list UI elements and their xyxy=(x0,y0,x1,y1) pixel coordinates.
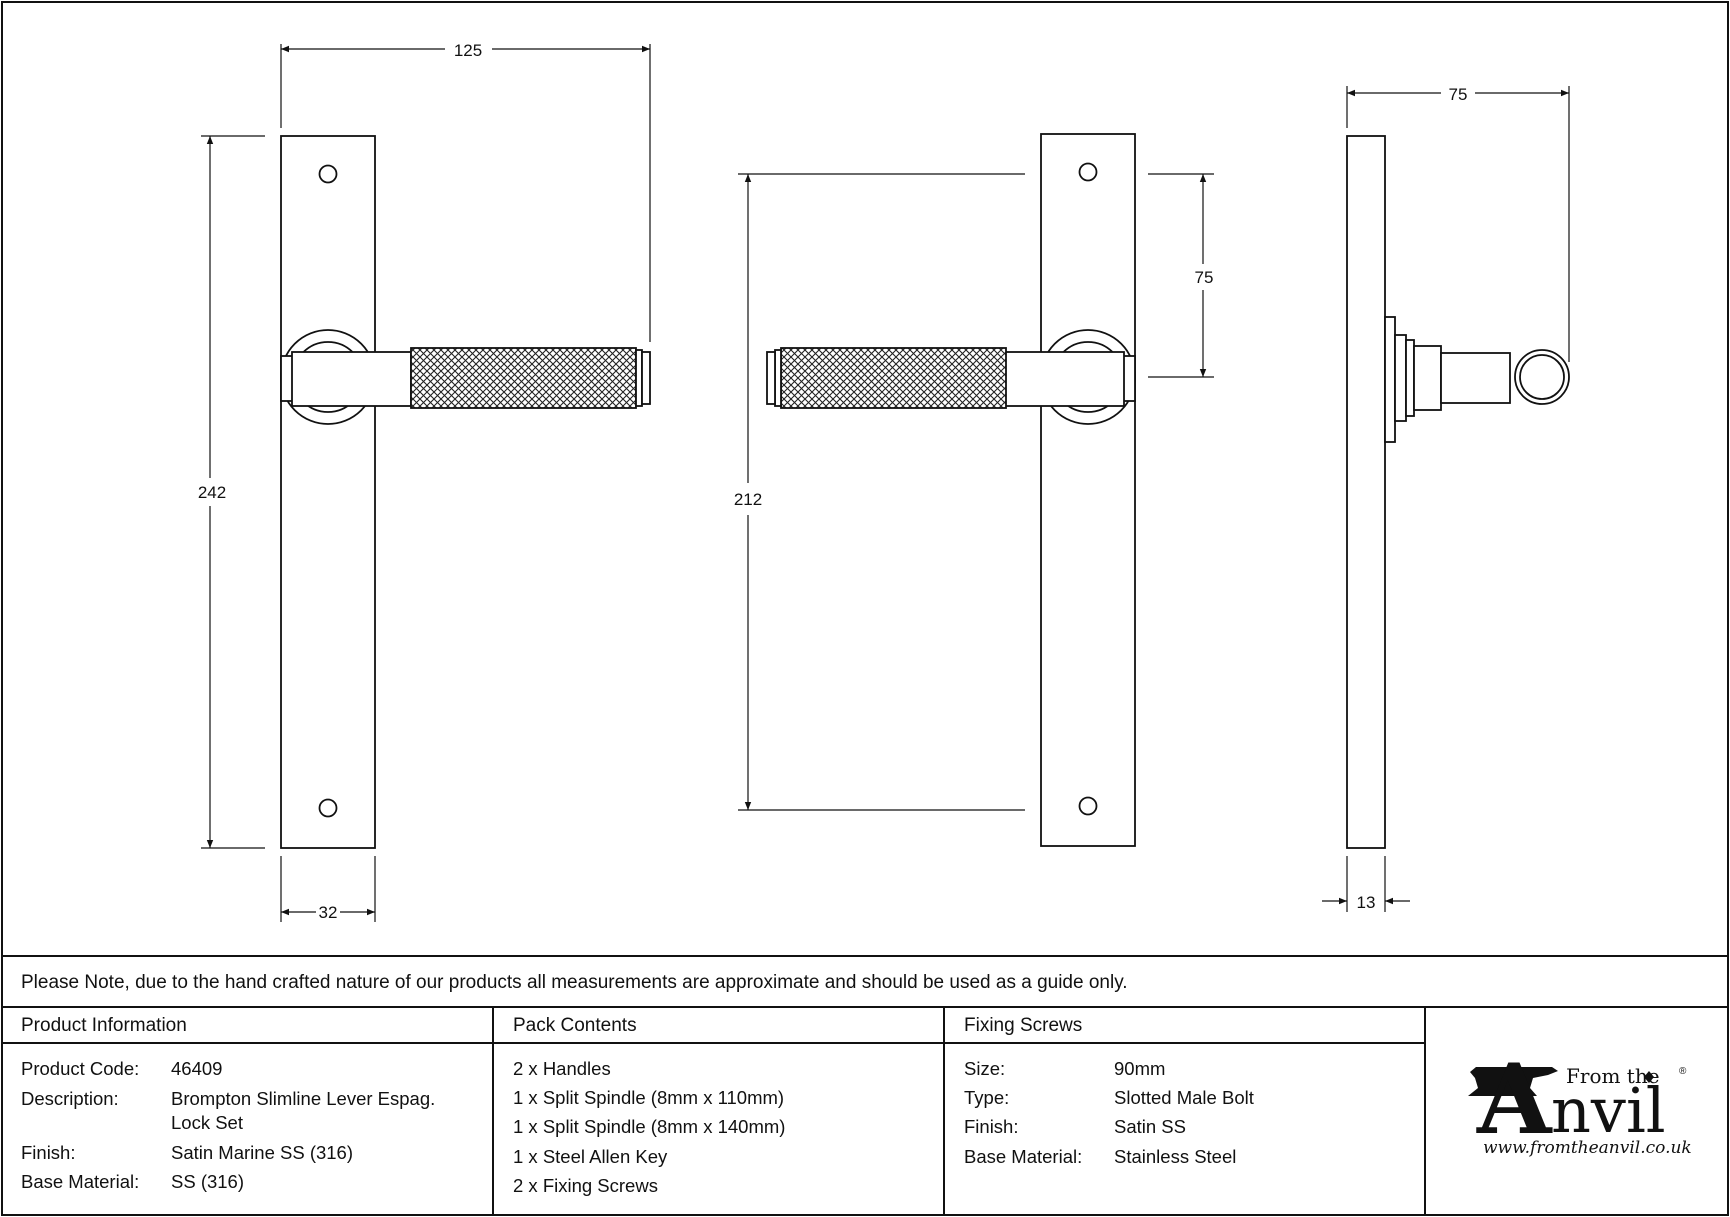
knurled-grip xyxy=(410,347,637,409)
side-view-dimensions xyxy=(1322,86,1570,912)
pack-item: 1 x Split Spindle (8mm x 110mm) xyxy=(513,1087,784,1108)
backplate xyxy=(280,135,376,849)
fixing-hole-top xyxy=(1078,162,1098,182)
fixing-hole-bottom xyxy=(1078,796,1098,816)
dim-overall-height: 242 xyxy=(198,483,226,502)
pack-item: 1 x Steel Allen Key xyxy=(513,1146,668,1167)
screw-finish-label: Finish: xyxy=(964,1116,1019,1137)
front-view-right-dimensions xyxy=(201,44,651,922)
product-information-header: Product Information xyxy=(21,1015,187,1036)
finish-label: Finish: xyxy=(21,1142,76,1163)
pack-contents-header: Pack Contents xyxy=(513,1015,637,1036)
fixing-screws-header: Fixing Screws xyxy=(964,1015,1082,1036)
pack-contents-list: 2 x Handles 1 x Split Spindle (8mm x 110… xyxy=(513,1058,785,1196)
screw-type-value: Slotted Male Bolt xyxy=(1114,1087,1254,1108)
side-backplate xyxy=(1346,135,1386,849)
brand-registered-mark: ® xyxy=(1679,1066,1687,1077)
base-material-value: SS (316) xyxy=(171,1171,244,1192)
brand-from-the: From the xyxy=(1566,1064,1660,1088)
base-material-label: Base Material: xyxy=(21,1171,139,1192)
screw-size-label: Size: xyxy=(964,1058,1005,1079)
dim-fixing-centres: 212 xyxy=(734,490,762,509)
brand-nvil: nvil xyxy=(1551,1074,1666,1147)
side-view xyxy=(1346,135,1570,849)
product-information-rows: Product Code: 46409 Description: Brompto… xyxy=(21,1058,435,1192)
diamond-icon xyxy=(1644,1071,1654,1083)
side-rose xyxy=(1384,316,1396,443)
lever-neck xyxy=(291,351,412,407)
screw-base-material-value: Stainless Steel xyxy=(1114,1146,1236,1167)
side-lever-end-outer xyxy=(1514,349,1570,405)
fixing-hole-bottom xyxy=(318,798,338,818)
screw-finish-value: Satin SS xyxy=(1114,1116,1186,1137)
info-table-grid xyxy=(2,955,1728,1215)
backplate xyxy=(1040,133,1136,847)
side-lever-end-inner xyxy=(1519,354,1565,400)
screw-base-material-label: Base Material: xyxy=(964,1146,1082,1167)
dim-projection: 75 xyxy=(1449,85,1468,104)
anvil-icon xyxy=(1468,1067,1558,1096)
dim-plate-depth: 13 xyxy=(1357,893,1376,912)
screw-size-value: 90mm xyxy=(1114,1058,1165,1079)
side-lever-shaft xyxy=(1440,352,1511,404)
product-code-value: 46409 xyxy=(171,1058,222,1079)
brand-url: www.fromtheanvil.co.uk xyxy=(1483,1138,1692,1158)
screw-type-label: Type: xyxy=(964,1087,1009,1108)
product-code-label: Product Code: xyxy=(21,1058,139,1079)
pack-item: 2 x Fixing Screws xyxy=(513,1175,658,1196)
finish-value: Satin Marine SS (316) xyxy=(171,1142,353,1163)
description-value-line1: Brompton Slimline Lever Espag. xyxy=(171,1088,435,1109)
dim-spindle-offset: 75 xyxy=(1195,268,1214,287)
dim-plate-width: 32 xyxy=(319,903,338,922)
dim-overall-width: 125 xyxy=(454,41,482,60)
knurled-grip xyxy=(780,347,1007,409)
lever-neck xyxy=(1004,351,1125,407)
measurement-note: Please Note, due to the hand crafted nat… xyxy=(21,972,1128,993)
description-value-line2: Lock Set xyxy=(171,1112,243,1133)
lever-end-cap xyxy=(641,351,651,405)
lever-end-cap xyxy=(766,351,776,405)
front-view-right xyxy=(280,135,651,849)
front-view-left xyxy=(766,133,1136,847)
pack-item: 1 x Split Spindle (8mm x 140mm) xyxy=(513,1116,785,1137)
pack-item: 2 x Handles xyxy=(513,1058,611,1079)
side-neck xyxy=(1413,345,1442,411)
fixing-screws-rows: Size: 90mm Type: Slotted Male Bolt Finis… xyxy=(964,1058,1254,1167)
from-the-anvil-logo: From the ® A nvil www.fromtheanvil.co.uk xyxy=(1468,1043,1692,1158)
front-view-left-dimensions xyxy=(738,173,1214,811)
brand-big-a: A xyxy=(1476,1043,1553,1156)
fixing-hole-top xyxy=(318,164,338,184)
description-label: Description: xyxy=(21,1088,119,1109)
